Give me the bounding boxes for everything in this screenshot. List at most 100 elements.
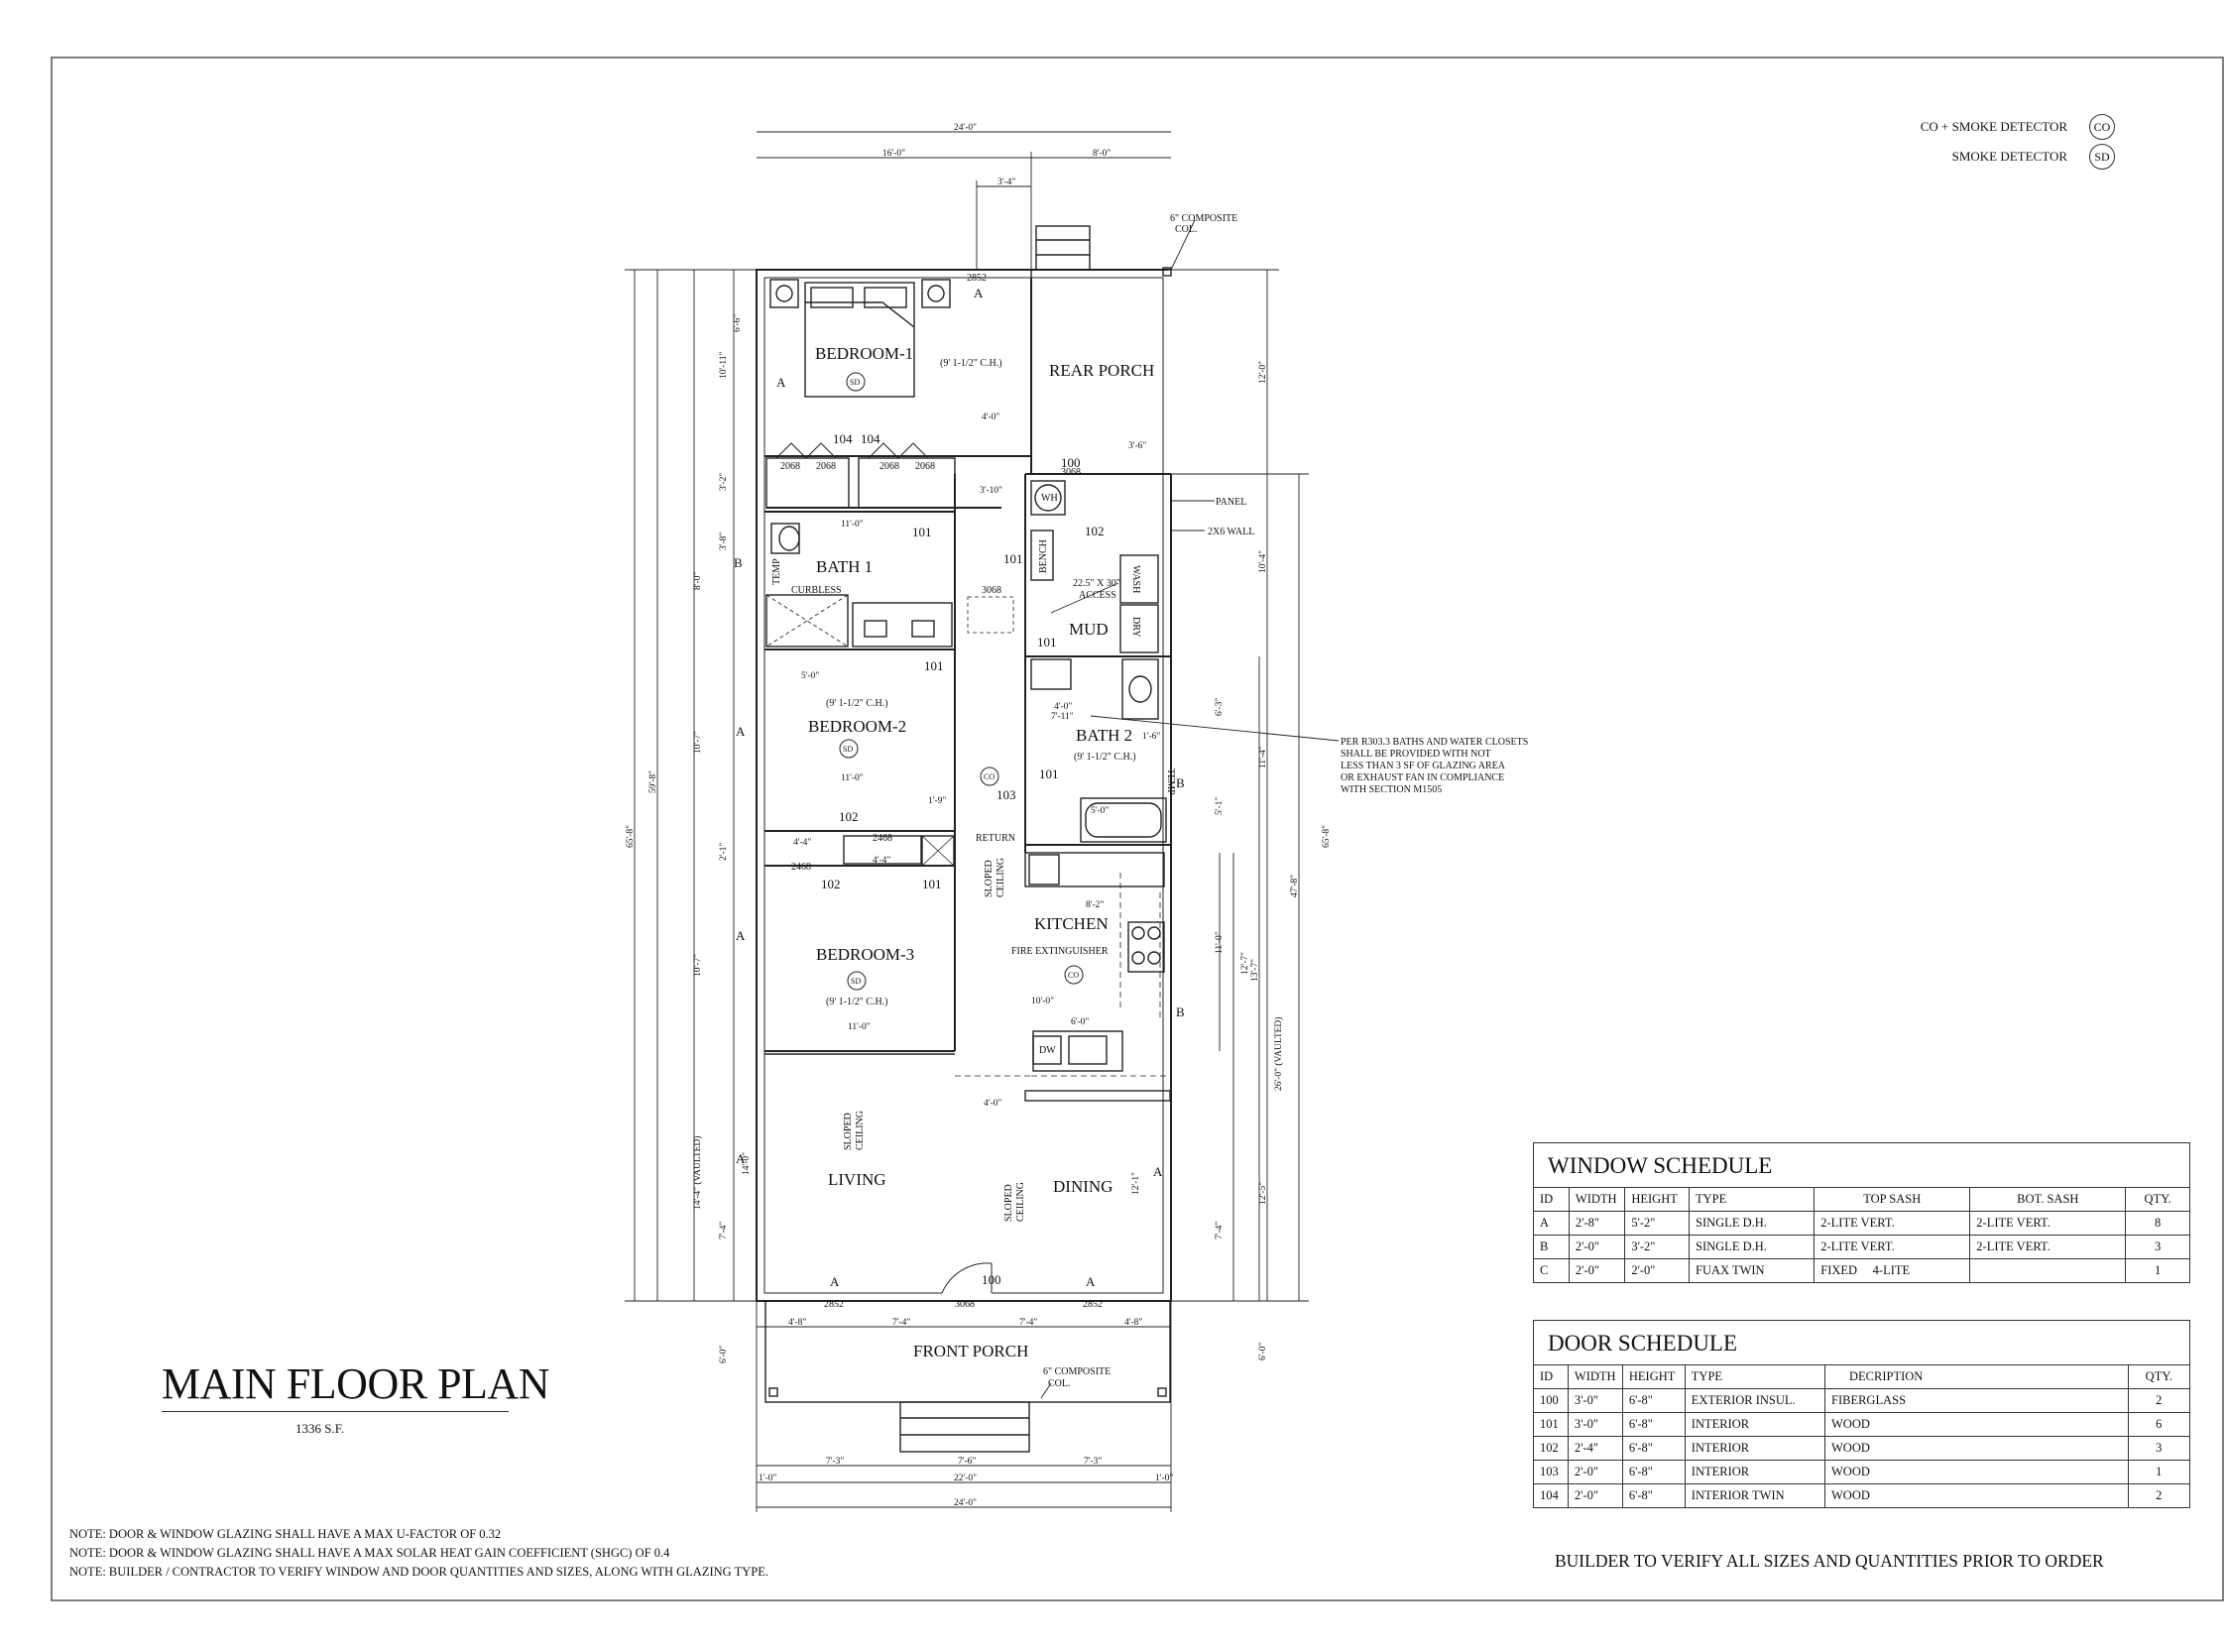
svg-text:101: 101 bbox=[1037, 635, 1057, 649]
builder-verify-note: BUILDER TO VERIFY ALL SIZES AND QUANTITI… bbox=[1555, 1551, 2104, 1571]
house-exterior-wall bbox=[756, 269, 1172, 1302]
svg-text:11'-0": 11'-0" bbox=[841, 773, 864, 783]
front-porch-steps bbox=[899, 1401, 1030, 1453]
smoke-detector-icon bbox=[847, 971, 867, 991]
label-bath2: BATH 2 bbox=[1076, 726, 1132, 745]
svg-text:4'-8": 4'-8" bbox=[788, 1318, 806, 1328]
svg-text:102: 102 bbox=[1085, 524, 1105, 538]
co-smoke-detector-icon bbox=[1064, 965, 1084, 985]
toilet-bath2 bbox=[1121, 658, 1159, 720]
label-living: LIVING bbox=[828, 1170, 886, 1189]
smoke-detector-icon bbox=[839, 739, 859, 759]
svg-text:SD: SD bbox=[843, 745, 853, 754]
vanity-bath1 bbox=[852, 602, 953, 648]
smoke-detector-icon: SD bbox=[2089, 144, 2115, 170]
label-temp-2: TEMP bbox=[1165, 768, 1176, 795]
note-2: NOTE: DOOR & WINDOW GLAZING SHALL HAVE A… bbox=[69, 1546, 670, 1560]
svg-text:2068: 2068 bbox=[915, 461, 935, 472]
svg-text:WITH SECTION M1505: WITH SECTION M1505 bbox=[1341, 784, 1442, 795]
svg-text:5'-1": 5'-1" bbox=[1215, 797, 1225, 815]
svg-text:16'-0": 16'-0" bbox=[882, 149, 905, 159]
svg-text:1'-6": 1'-6" bbox=[1142, 732, 1160, 742]
svg-text:A: A bbox=[830, 1274, 840, 1289]
label-bath2-ch: (9' 1-1/2" C.H.) bbox=[1074, 752, 1136, 763]
svg-text:12'-7": 12'-7" bbox=[1240, 952, 1250, 975]
co-detector-icon: CO bbox=[2089, 114, 2115, 140]
label-mud: MUD bbox=[1069, 620, 1109, 639]
svg-text:101: 101 bbox=[912, 525, 932, 539]
label-bedroom2-ch: (9' 1-1/2" C.H.) bbox=[826, 698, 888, 709]
svg-text:2068: 2068 bbox=[816, 461, 836, 472]
table-row: C 2'-0" 2'-0" FUAX TWIN FIXED 4-LITE 1 bbox=[1533, 1258, 2190, 1283]
label-dry: DRY bbox=[1130, 617, 1141, 638]
svg-text:4'-4": 4'-4" bbox=[793, 838, 811, 848]
label-bench: BENCH bbox=[1038, 539, 1049, 573]
svg-text:4'-0": 4'-0" bbox=[1054, 702, 1072, 712]
svg-text:8'-0": 8'-0" bbox=[1093, 149, 1111, 159]
square-footage: 1336 S.F. bbox=[295, 1421, 345, 1436]
svg-text:3'-10": 3'-10" bbox=[980, 486, 1002, 496]
label-panel: PANEL bbox=[1216, 497, 1246, 508]
washer bbox=[1119, 554, 1159, 604]
label-wash: WASH bbox=[1130, 565, 1141, 593]
label-temp-1: TEMP bbox=[771, 558, 782, 585]
dimension-labels: 24'-0" 16'-0" 8'-0" 3'-4" 65'-8" 59'-8" … bbox=[626, 123, 1332, 1508]
svg-text:2852: 2852 bbox=[1083, 1299, 1103, 1310]
table-row: 103 2'-0" 6'-8" INTERIOR WOOD 1 bbox=[1533, 1460, 2191, 1484]
svg-text:7'-4": 7'-4" bbox=[719, 1222, 729, 1239]
label-sloped-2: SLOPED bbox=[843, 1113, 854, 1150]
svg-text:104: 104 bbox=[833, 431, 853, 446]
svg-text:100: 100 bbox=[1061, 455, 1081, 470]
svg-text:14'-0": 14'-0" bbox=[742, 1152, 752, 1175]
svg-text:1'-0": 1'-0" bbox=[759, 1474, 776, 1483]
title-underline bbox=[162, 1411, 509, 1412]
floor-plan bbox=[625, 131, 1340, 1512]
svg-text:7'-4": 7'-4" bbox=[892, 1318, 910, 1328]
svg-text:5'-0": 5'-0" bbox=[1091, 806, 1109, 816]
svg-text:12'-5": 12'-5" bbox=[1258, 1182, 1268, 1205]
svg-text:A: A bbox=[736, 1151, 746, 1166]
svg-text:24'-0": 24'-0" bbox=[954, 1498, 977, 1508]
svg-text:10'-7": 10'-7" bbox=[693, 731, 703, 754]
closet-1 bbox=[765, 457, 850, 509]
dishwasher bbox=[1032, 1035, 1062, 1065]
svg-text:A: A bbox=[776, 375, 786, 390]
table-row: B 2'-0" 3'-2" SINGLE D.H. 2-LITE VERT. 2… bbox=[1533, 1235, 2190, 1259]
svg-text:14'-4" (VAULTED): 14'-4" (VAULTED) bbox=[692, 1136, 703, 1210]
svg-text:3'-8": 3'-8" bbox=[719, 532, 729, 550]
curbless-shower bbox=[765, 594, 849, 648]
svg-text:PER R303.3 BATHS AND WATER CLO: PER R303.3 BATHS AND WATER CLOSETS bbox=[1341, 737, 1528, 748]
label-col-rear-a: 6" COMPOSITE bbox=[1170, 213, 1237, 224]
svg-text:26'-0" (VAULTED): 26'-0" (VAULTED) bbox=[1273, 1017, 1284, 1091]
label-fire-extinguisher: FIRE EXTINGUISHER bbox=[1011, 946, 1109, 957]
svg-text:10'-7": 10'-7" bbox=[693, 954, 703, 977]
pantry bbox=[1028, 854, 1060, 885]
bed-1 bbox=[804, 282, 915, 398]
sheet-title: MAIN FLOOR PLAN bbox=[162, 1359, 549, 1408]
label-2x6-wall: 2X6 WALL bbox=[1208, 527, 1254, 537]
svg-text:1'-0": 1'-0" bbox=[1155, 1474, 1173, 1483]
label-bedroom1-ch: (9' 1-1/2" C.H.) bbox=[940, 358, 1002, 369]
return-grille bbox=[921, 835, 955, 867]
label-sloped-3: SLOPED bbox=[1003, 1184, 1014, 1222]
legend-row-sd: SMOKE DETECTOR SD bbox=[1921, 142, 2115, 172]
code-note: PER R303.3 BATHS AND WATER CLOSETS SHALL… bbox=[1341, 737, 1528, 795]
svg-text:101: 101 bbox=[1003, 551, 1023, 566]
svg-text:3068: 3068 bbox=[982, 585, 1001, 596]
svg-text:B: B bbox=[1176, 775, 1185, 790]
note-3: NOTE: BUILDER / CONTRACTOR TO VERIFY WIN… bbox=[69, 1565, 768, 1579]
general-notes: NOTE: DOOR & WINDOW GLAZING SHALL HAVE A… bbox=[69, 1525, 768, 1582]
bench bbox=[1030, 530, 1054, 581]
legend-label-sd: SMOKE DETECTOR bbox=[1951, 149, 2067, 164]
svg-text:SD: SD bbox=[850, 378, 860, 387]
svg-text:6'-0": 6'-0" bbox=[1071, 1017, 1089, 1027]
svg-text:1'-9": 1'-9" bbox=[928, 796, 946, 806]
svg-text:12'-1": 12'-1" bbox=[1131, 1172, 1141, 1195]
label-dining: DINING bbox=[1053, 1177, 1113, 1196]
svg-text:2468: 2468 bbox=[873, 833, 892, 844]
svg-text:22'-0": 22'-0" bbox=[954, 1474, 977, 1483]
label-bedroom3: BEDROOM-3 bbox=[816, 945, 914, 964]
svg-text:65'-8": 65'-8" bbox=[1322, 825, 1332, 848]
svg-text:47'-8": 47'-8" bbox=[1290, 875, 1300, 897]
